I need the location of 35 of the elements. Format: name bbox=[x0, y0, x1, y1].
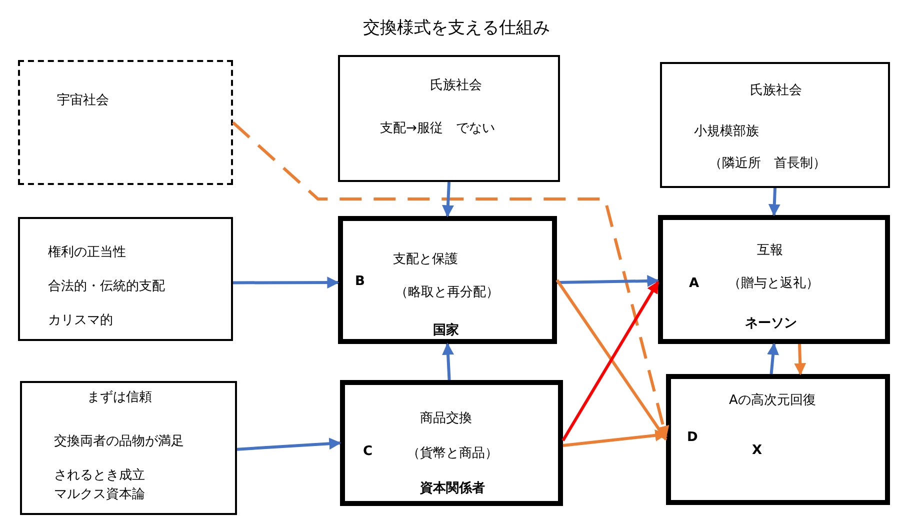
arrow bbox=[794, 344, 806, 376]
node-text: 支配と保護 bbox=[393, 251, 458, 268]
node-text: 宇宙社会 bbox=[57, 92, 109, 109]
arrow bbox=[556, 274, 660, 287]
process-box bbox=[340, 380, 563, 506]
node-text: 氏族社会 bbox=[430, 77, 482, 94]
node-text: 商品交換 bbox=[420, 410, 472, 427]
node-text: カリスマ的 bbox=[48, 312, 113, 329]
process-box bbox=[18, 60, 233, 185]
arrow bbox=[442, 182, 454, 218]
node-text: 合法的・伝統的支配 bbox=[48, 278, 165, 295]
node-text: Aの高次元回復 bbox=[729, 392, 816, 409]
arrow bbox=[233, 276, 340, 289]
process-box bbox=[338, 55, 560, 182]
arrow bbox=[236, 438, 342, 451]
diagram-title: 交換様式を支える仕組み bbox=[362, 17, 551, 39]
node-text: まずは信頼 bbox=[87, 389, 152, 406]
node-text: 氏族社会 bbox=[750, 82, 802, 99]
process-box bbox=[658, 215, 890, 344]
process-box bbox=[20, 381, 237, 515]
node-text: 支配→服従 でない bbox=[380, 120, 495, 137]
process-box bbox=[338, 216, 557, 344]
arrow bbox=[767, 342, 779, 374]
process-box bbox=[666, 374, 890, 505]
box-letter: 資本関係者 bbox=[420, 480, 485, 497]
arrow bbox=[768, 188, 780, 216]
arrow bbox=[442, 342, 454, 380]
node-text: 互報 bbox=[757, 242, 783, 259]
node-text: 小規模部族 bbox=[694, 123, 759, 140]
process-box bbox=[18, 217, 233, 341]
process-box bbox=[660, 62, 890, 188]
box-letter: ネーソン bbox=[745, 315, 797, 332]
arrow bbox=[232, 121, 670, 438]
node-text: 権利の正当性 bbox=[48, 244, 126, 261]
box-letter: 国家 bbox=[433, 322, 459, 339]
